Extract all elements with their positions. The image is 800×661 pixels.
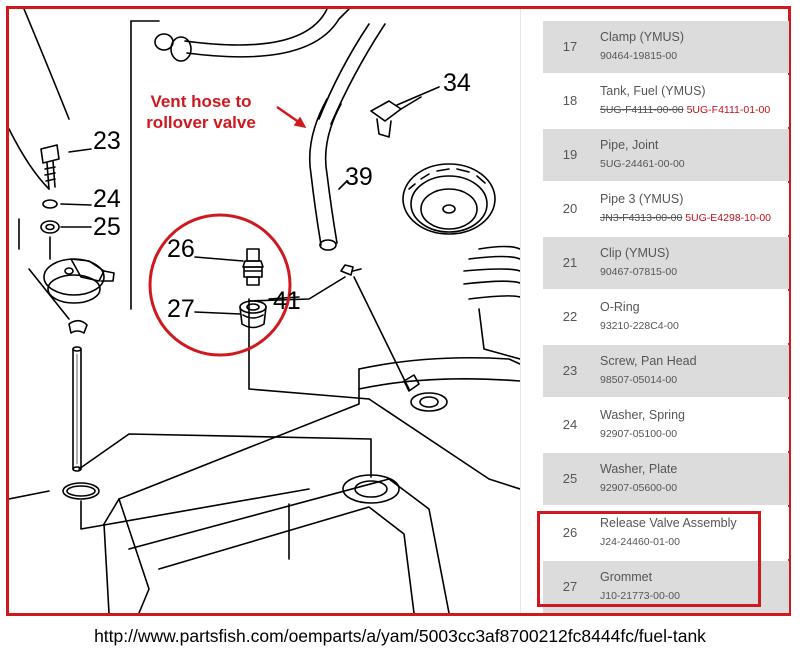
part-row[interactable]: 24 Washer, Spring 92907-05100-00 [543,399,789,451]
highlight-frame [6,6,791,616]
diagram-label-27: 27 [167,295,195,323]
diagram-label-34: 34 [443,69,471,97]
washer-25-shape [40,220,60,234]
part-code: 92907-05100-00 [600,428,678,440]
part-code: 98507-05014-00 [600,374,678,386]
vent-hose-39 [308,98,328,246]
part-code: 90467-07815-00 [600,266,678,278]
part-code: 92907-05600-00 [600,482,678,494]
release-valve-26-shape [246,248,260,262]
part-name: Tank, Fuel (YMUS) [600,84,706,98]
part-name: Washer, Plate [600,462,678,476]
pipe-rod-shape [72,348,82,470]
part-code: 5UG-24461-00-00 [600,158,685,170]
part-name: O-Ring [600,300,640,314]
part-row[interactable]: 21 Clip (YMUS) 90467-07815-00 [543,237,789,289]
part-code: JN3-F4313-00-00 5UG-E4298-10-00 [600,212,771,224]
part-row[interactable]: 19 Pipe, Joint 5UG-24461-00-00 [543,129,789,181]
part-row[interactable]: 17 Clamp (YMUS) 90464-19815-00 [543,21,789,73]
washer-24-shape [42,199,58,209]
part-number: 24 [562,417,578,432]
part-code: J10-21773-00-00 [600,590,680,602]
replacement-code: 5UG-E4298-10-00 [685,212,772,224]
part-number: 20 [562,201,578,216]
part-name: Clamp (YMUS) [600,30,685,44]
part-row[interactable]: 20 Pipe 3 (YMUS) JN3-F4313-00-00 5UG-E42… [543,183,789,235]
vent-hose-callout: Vent hose to rollover valve [133,91,269,133]
grommet-27-shape [239,300,267,314]
diagram-label-23: 23 [93,127,121,155]
part-number: 21 [562,255,578,270]
superseded-code: 5UG-F4111-00-00 [600,104,684,116]
part-number: 19 [562,147,578,162]
top-arc-line [23,9,70,120]
part-number: 25 [562,471,578,486]
part-name: Pipe 3 (YMUS) [600,192,684,206]
part-row[interactable]: 26 Release Valve Assembly J24-24460-01-0… [543,507,789,559]
clip-34-shape [370,100,402,122]
parts-highlight-box [537,511,761,607]
part-name: Grommet [600,570,653,584]
part-name: Screw, Pan Head [600,354,697,368]
diagram-label-24: 24 [93,185,121,213]
diagram-label-41: 41 [273,287,301,315]
replacement-code: 5UG-F4111-01-00 [686,104,771,116]
part-code: 90464-19815-00 [600,50,678,62]
parts-diagram: 34 23 39 24 25 26 27 41 Vent hose to rol… [9,9,520,613]
part-name: Release Valve Assembly [600,516,737,530]
part-number: 26 [562,525,578,540]
diagram-label-26: 26 [167,235,195,263]
part-code: 5UG-F4111-00-00 5UG-F4111-01-00 [600,104,770,116]
part-number: 22 [562,309,578,324]
part-row[interactable]: 18 Tank, Fuel (YMUS) 5UG-F4111-00-00 5UG… [543,75,789,127]
part-number: 17 [562,39,578,54]
part-name: Pipe, Joint [600,138,659,152]
fuel-cap-shape [402,163,496,235]
part-number: 18 [562,93,578,108]
part-name: Washer, Spring [600,408,685,422]
callout-line-1: Vent hose to [150,92,252,111]
highlight-circle [148,213,292,357]
part-row[interactable]: 25 Washer, Plate 92907-05600-00 [543,453,789,505]
valve-41-shape [340,264,354,276]
part-number: 27 [562,579,578,594]
diagram-label-39: 39 [345,163,373,191]
part-number: 23 [562,363,578,378]
diagram-label-25: 25 [93,213,121,241]
diagram-drawing: 34 23 39 24 25 26 27 41 [9,9,520,613]
fuel-tank-outline [358,356,520,370]
part-row[interactable]: 23 Screw, Pan Head 98507-05014-00 [543,345,789,397]
screw-23-shape [40,144,60,164]
source-url-caption: http://www.partsfish.com/oemparts/a/yam/… [94,626,706,646]
part-row[interactable]: 22 O-Ring 93210-228C4-00 [543,291,789,343]
part-code: 93210-228C4-00 [600,320,679,332]
o-ring-shape [62,482,100,500]
superseded-code: JN3-F4313-00-00 [600,212,683,224]
part-code: J24-24460-01-00 [600,536,680,548]
part-name: Clip (YMUS) [600,246,670,260]
callout-line-2: rollover valve [146,113,256,132]
